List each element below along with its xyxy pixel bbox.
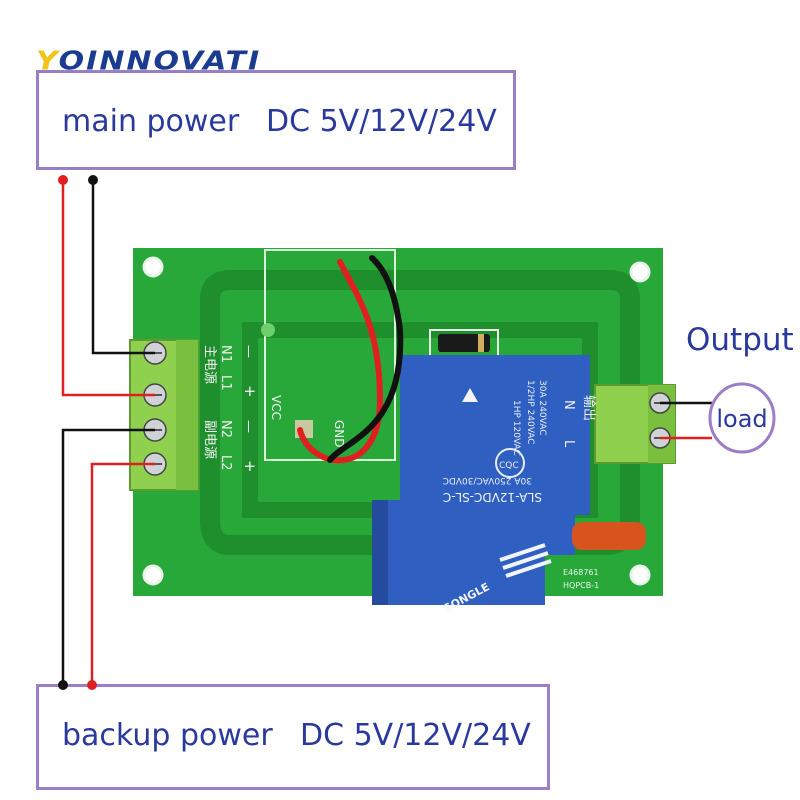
label-vcc: VCC — [269, 395, 283, 420]
label-gnd: GND — [332, 420, 346, 448]
wire-backup-red — [90, 462, 155, 685]
mount-hole-bl — [142, 564, 164, 586]
label-l1: L1 — [218, 375, 233, 391]
output-label: Output — [686, 322, 794, 358]
capacitor — [572, 522, 646, 550]
diode-band — [478, 334, 484, 352]
pcb-trace-outer — [200, 270, 640, 555]
wire-main-red — [61, 180, 155, 397]
wire-backup-black — [61, 428, 155, 685]
label-plus-1: + — [241, 385, 259, 398]
pcb-code: HQPCB-1 — [563, 581, 599, 590]
label-n2: N2 — [218, 420, 233, 438]
label-out-cn: 输出 — [581, 395, 597, 421]
cqc-mark — [495, 448, 525, 478]
relay-model: SLA-12VDC-SL-C — [443, 490, 542, 504]
label-out-l: L — [561, 440, 576, 448]
pcb-fid: E468761 — [563, 568, 599, 577]
load-circle — [708, 382, 776, 454]
mount-hole-tr — [629, 261, 651, 283]
backup-power-spec: DC 5V/12V/24V — [300, 718, 531, 753]
label-backup-cn: 副电源 — [202, 420, 217, 459]
songle-logo — [499, 543, 552, 578]
label-main-cn: 主电源 — [202, 345, 217, 384]
label-minus-1: — — [241, 345, 256, 358]
board-wire-black — [327, 255, 404, 463]
label-out-n: N — [561, 400, 576, 410]
label-plus-2: + — [241, 460, 259, 473]
relay-line4: 30A 240VAC — [537, 380, 547, 436]
led-indicator — [261, 323, 275, 337]
label-minus-2: — — [241, 420, 256, 433]
relay-cert: CQC — [499, 461, 519, 471]
relay-shadow — [372, 500, 388, 605]
relay-line3: 1/2HP 240VAC — [525, 380, 535, 445]
mount-hole-tl — [142, 256, 164, 278]
relay-body — [400, 355, 590, 515]
mount-hole-br — [629, 564, 651, 586]
main-power-box — [36, 70, 516, 170]
label-n1: N1 — [218, 345, 233, 363]
board-wire-red — [297, 259, 384, 464]
label-l2: L2 — [218, 455, 233, 471]
load-label: load — [716, 405, 767, 433]
main-power-label: main power — [62, 104, 240, 139]
backup-power-box — [36, 684, 550, 790]
relay-base — [372, 500, 575, 605]
backup-power-label: backup power — [62, 718, 273, 753]
relay-line1: 30A 250VAC/30VDC — [443, 475, 532, 485]
terminal-block-left-side — [176, 340, 198, 490]
main-power-spec: DC 5V/12V/24V — [266, 104, 497, 139]
diode — [438, 334, 490, 352]
relay-warning-icon — [462, 388, 478, 402]
wire-main-black — [91, 180, 155, 355]
relay-line2: 1HP 120VAC — [511, 400, 521, 456]
